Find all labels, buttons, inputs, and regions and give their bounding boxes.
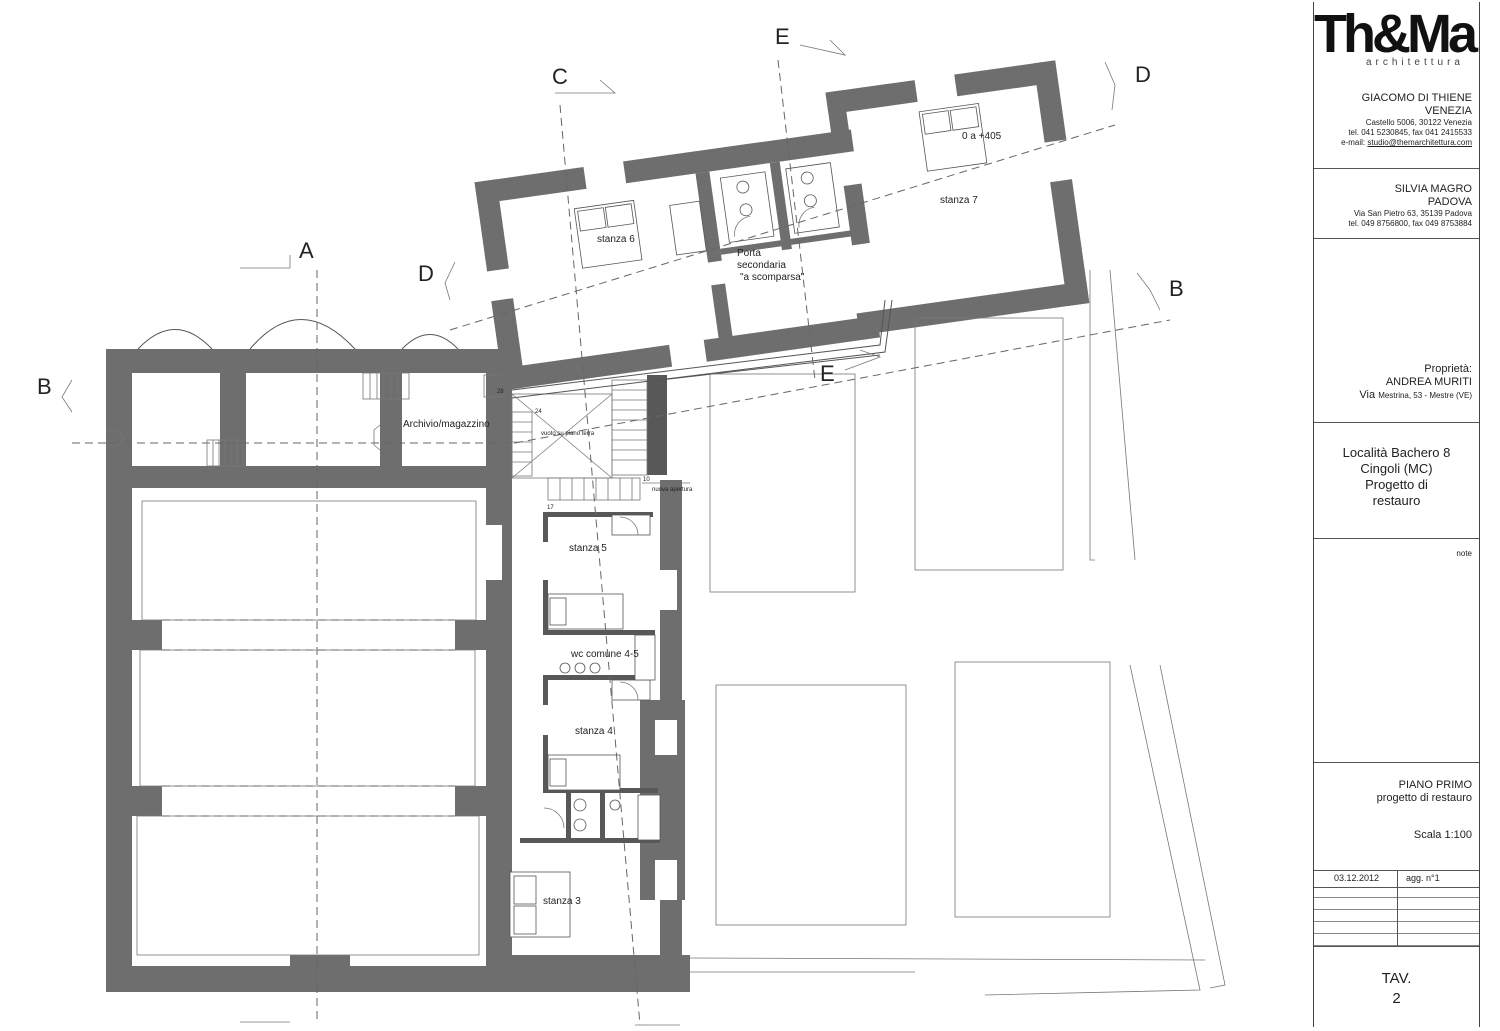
revision-row: 03.12.2012 agg. n°1 [1314, 870, 1479, 888]
level-label: 0 a +405 [962, 131, 1002, 142]
room-label-stanza-3: stanza 3 [543, 896, 581, 907]
wing-walls [505, 480, 690, 992]
studio-venezia: GIACOMO DI THIENE VENEZIA Castello 5006,… [1314, 90, 1479, 172]
location-line-4: restauro [1372, 493, 1421, 508]
step-number-28: 28 [497, 389, 504, 395]
studio-1-address: Castello 5006, 30122 Venezia [1365, 118, 1472, 127]
room-label-stanza-7: stanza 7 [940, 195, 978, 206]
door-label-line-2: secondaria [737, 260, 786, 271]
studio-2-city: PADOVA [1427, 196, 1472, 208]
step-number-24: 24 [535, 409, 542, 415]
section-marker-b-left: B [37, 374, 52, 399]
studio-2-address: Via San Pietro 63, 35139 Padova [1353, 209, 1472, 218]
room-label-stanza-5: stanza 5 [569, 543, 607, 554]
notes-section: note [1314, 538, 1479, 762]
sheet-info-section: PIANO PRIMO progetto di restauro Scala 1… [1314, 762, 1479, 870]
room-label-stanza-6: stanza 6 [597, 234, 635, 245]
owner-address-row: Via Mestrina, 53 - Mestre (VE) [1314, 389, 1472, 402]
location-line-2: Cingoli (MC) [1360, 461, 1433, 476]
studio-padova: SILVIA MAGRO PADOVA Via San Pietro 63, 3… [1314, 168, 1479, 238]
revision-date: 03.12.2012 [1334, 873, 1380, 883]
revision-number: agg. n°1 [1406, 873, 1440, 883]
door-label-line-1: Porta [737, 248, 761, 259]
location-section: Località Bachero 8 Cingoli (MC) Progetto… [1314, 422, 1479, 538]
logo-section: Th&Ma architettura [1314, 1, 1479, 79]
revision-grid-divider [1397, 870, 1398, 946]
revision-grid [1314, 886, 1479, 946]
main-halls [106, 319, 505, 956]
floor-plan: A B B C D D E E stanza 6 stanza 7 0 a +4… [37, 24, 1226, 1026]
studio-2-name: SILVIA MAGRO [1394, 183, 1472, 195]
main-building-walls [106, 349, 512, 992]
owner-address: Mestrina, 53 - Mestre (VE) [1378, 391, 1472, 400]
tav-label: TAV. [1381, 970, 1412, 987]
studio-1-email-row: e-mail: studio@themarchitettura.com [1314, 138, 1472, 148]
tav-number: 2 [1392, 990, 1401, 1007]
section-marker-d-left: D [418, 261, 434, 286]
sheet-title: PIANO PRIMO [1398, 779, 1472, 791]
section-lines [61, 39, 1171, 1026]
studio-1-phone: tel. 041 5230845, fax 041 2415533 [1348, 128, 1472, 137]
room-label-archivio: Archivio/magazzino [403, 419, 490, 430]
studio-2-phone: tel. 049 8756800, fax 049 8753884 [1348, 219, 1472, 228]
room-label-stanza-4: stanza 4 [575, 726, 613, 737]
section-marker-e-top: E [775, 24, 790, 49]
new-opening-label: nuova apertura [652, 487, 693, 493]
step-number-17: 17 [547, 505, 554, 511]
notes-label: note [1456, 549, 1472, 558]
drawing-scale: Scala 1:100 [1413, 829, 1472, 841]
owner-section: Proprietà: ANDREA MURITI Via Mestrina, 5… [1314, 238, 1479, 412]
stair-void-label: vuoto su piano terra [541, 431, 595, 437]
sheet-subtitle: progetto di restauro [1376, 792, 1472, 804]
step-number-10: 10 [643, 477, 650, 483]
section-marker-e-bottom: E [820, 361, 835, 386]
studio-logo: Th&Ma [1314, 4, 1478, 64]
section-markers: A B B C D D E E [37, 24, 1184, 399]
section-marker-c: C [552, 64, 568, 89]
studio-1-email-link[interactable]: studio@themarchitettura.com [1367, 138, 1472, 147]
title-block: Th&Ma architettura GIACOMO DI THIENE VEN… [1313, 2, 1480, 1027]
owner-address-prefix: Via [1359, 389, 1376, 401]
studio-1-name: GIACOMO DI THIENE [1361, 92, 1472, 104]
room-labels: stanza 6 stanza 7 0 a +405 Porta seconda… [403, 131, 1002, 907]
owner-name: ANDREA MURITI [1385, 376, 1472, 388]
exterior-areas [689, 269, 1226, 996]
studio-1-city: VENEZIA [1424, 105, 1472, 117]
connector-corridor [511, 299, 893, 399]
section-marker-b-right: B [1169, 276, 1184, 301]
sheet-number-section: TAV. 2 [1314, 946, 1479, 1027]
section-marker-a: A [299, 238, 314, 263]
studio-1-email-label: e-mail: [1341, 138, 1366, 147]
studio-logo-subtitle: architettura [1365, 57, 1464, 68]
stair-core [511, 375, 690, 501]
owner-label: Proprietà: [1424, 363, 1472, 375]
location-line-3: Progetto di [1365, 477, 1428, 492]
section-marker-d-right: D [1135, 62, 1151, 87]
room-label-wc: wc comune 4-5 [570, 649, 639, 660]
door-label-line-3: "a scomparsa" [740, 272, 805, 283]
location-line-1: Località Bachero 8 [1342, 445, 1451, 460]
upper-wing [474, 60, 1090, 391]
